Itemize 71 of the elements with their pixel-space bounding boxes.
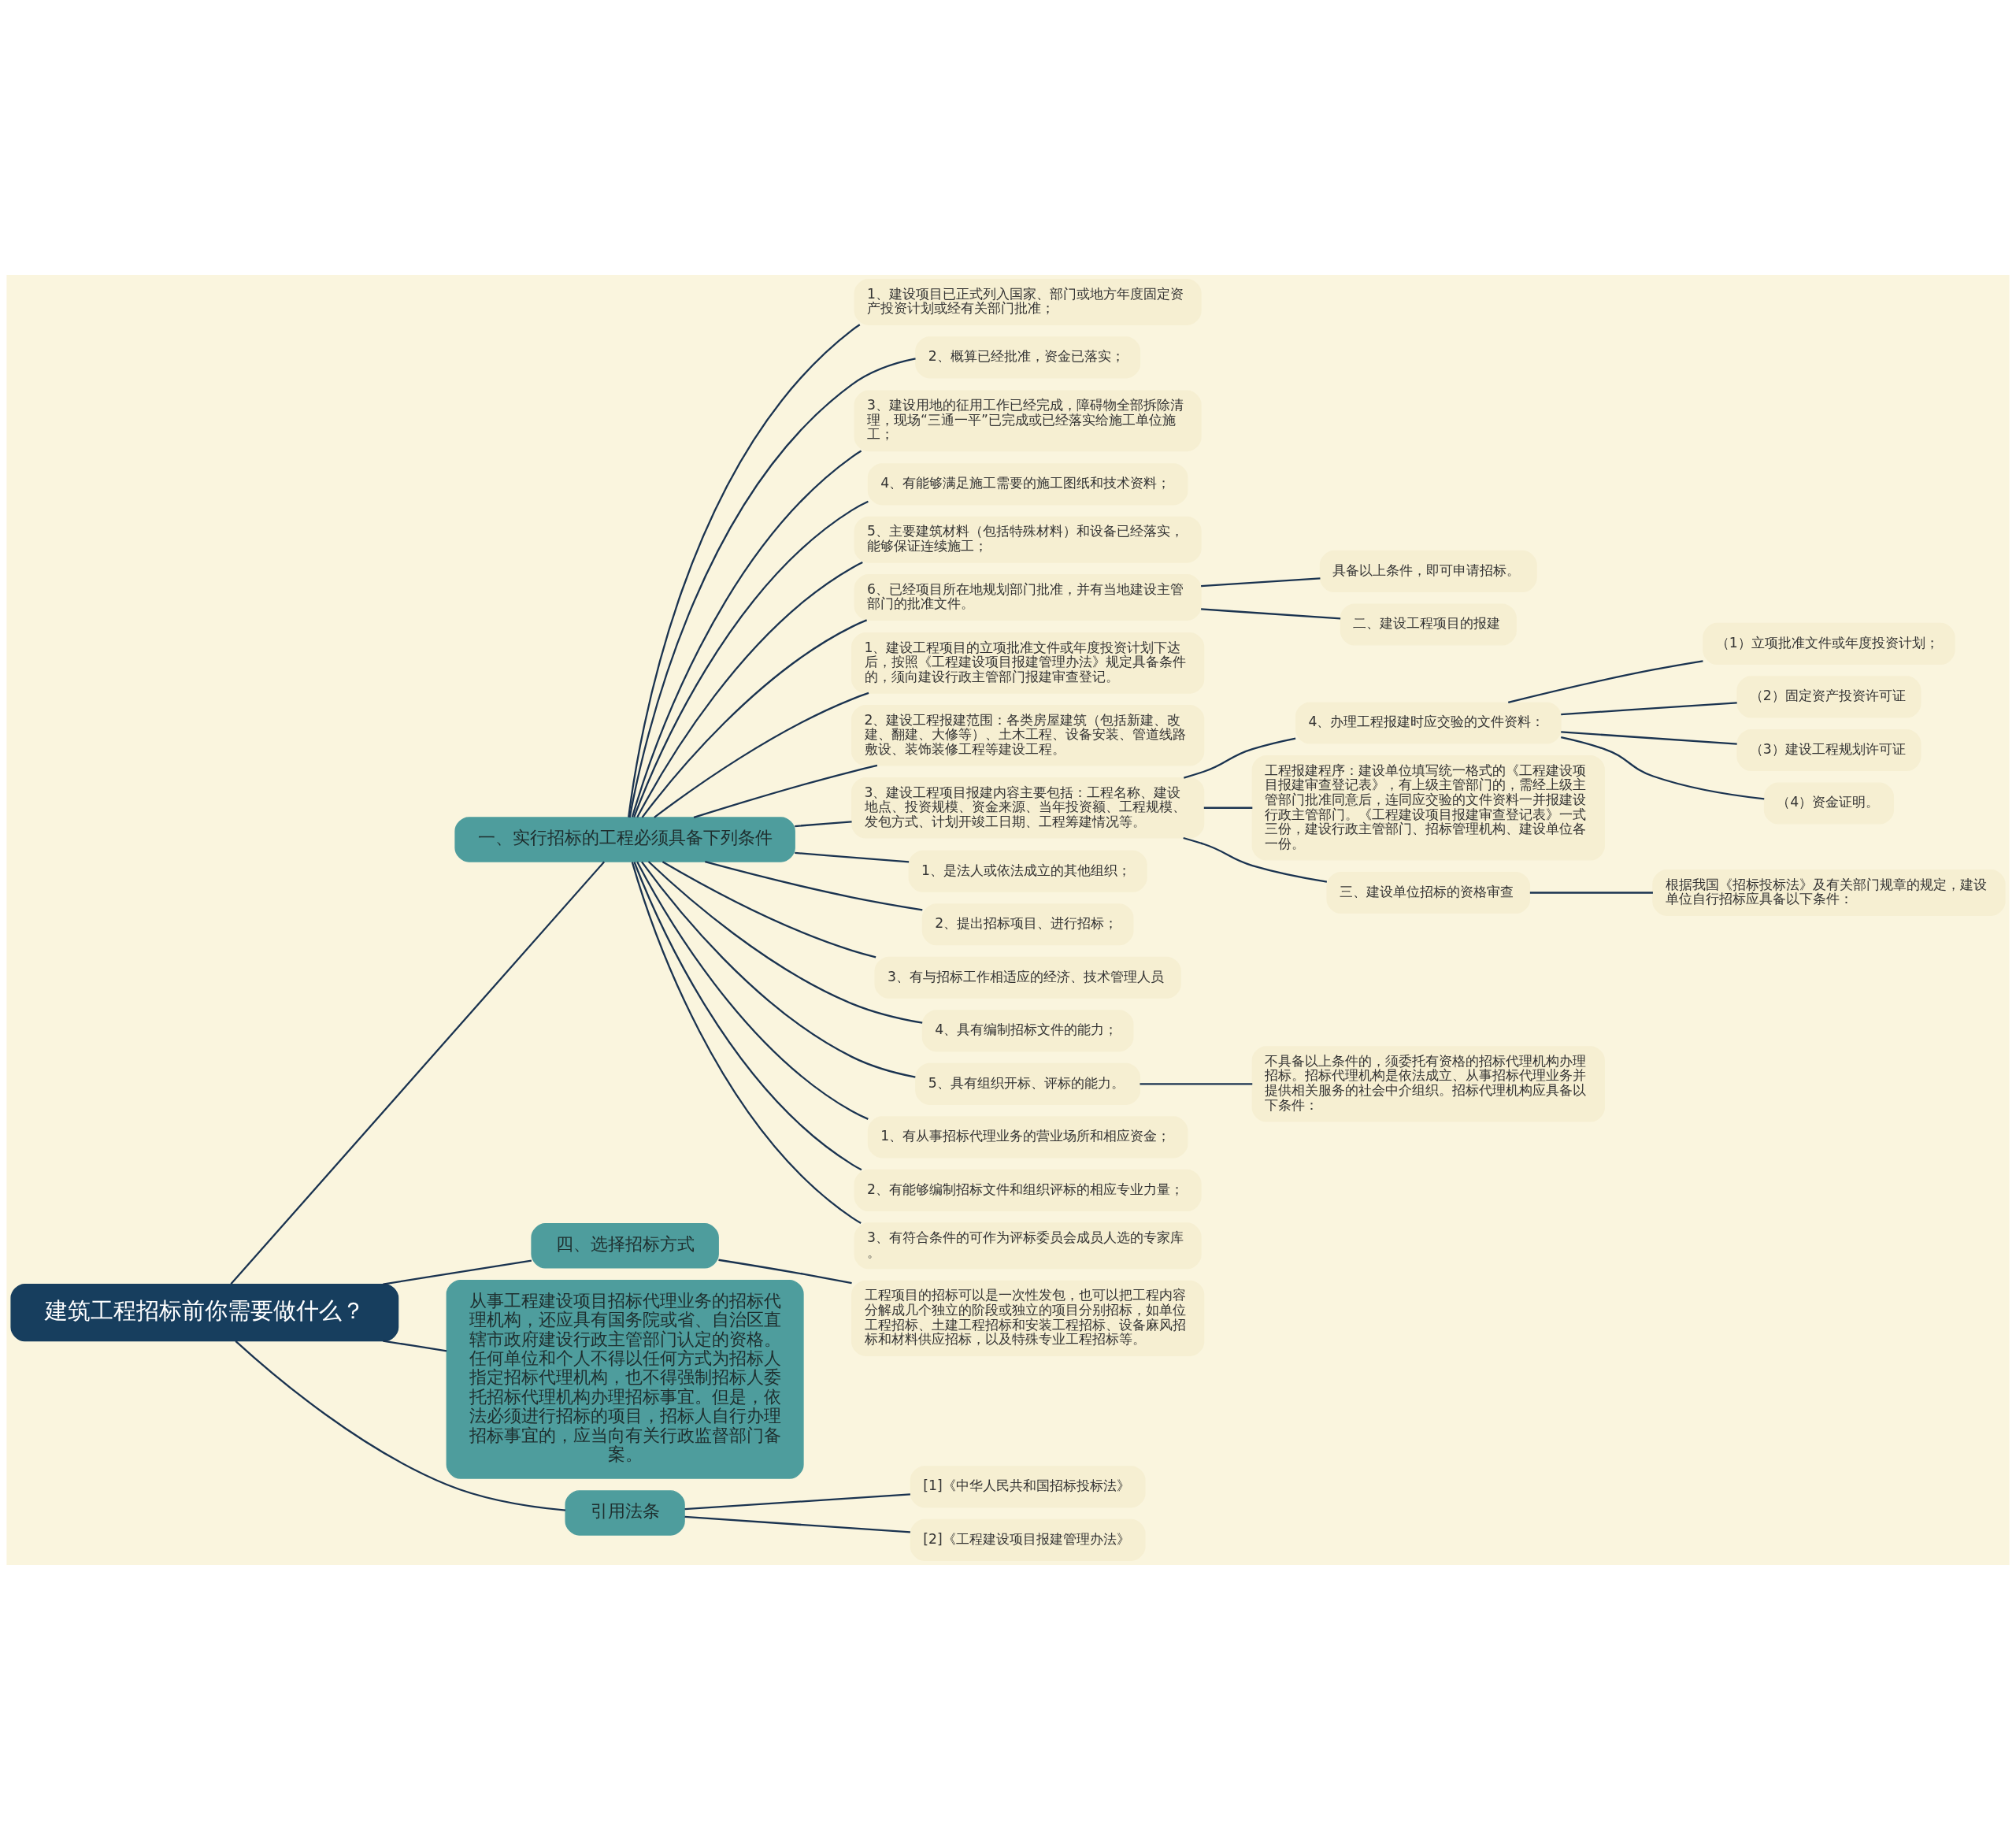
node-box: 二、建设工程项目的报建 [1340, 602, 1517, 646]
node-box: [2]《工程建设项目报建管理办法》 [910, 1518, 1146, 1561]
connector [718, 1259, 852, 1284]
connector [383, 1259, 532, 1285]
connector [693, 764, 878, 818]
node-box: 引用法条 [565, 1489, 685, 1536]
connector [1201, 607, 1341, 620]
node-box: 3、建设工程项目报建内容主要包括：工程名称、建设地点、投资规模、资金来源、当年投资额、工程规模、发包方式、计划开竣工日期、工程筹建情况等。 [851, 777, 1205, 839]
node-box: 一、实行招标的工程必须具备下列条件 [454, 816, 795, 862]
node-box: （3）建设工程规划许可证 [1736, 729, 1922, 771]
node-box: 2、建设工程报建范围：各类房屋建筑（包括新建、改建、翻建、大修等）、土木工程、设备安装、管道线路敷设、装饰装修工程等建设工程。 [851, 704, 1205, 766]
node-box: 6、已经项目所在地规划部门批准，并有当地建设主管部门的批准文件。 [854, 573, 1202, 621]
node-box: 3、有符合条件的可作为评标委员会成员人选的专家库。 [854, 1222, 1202, 1269]
connector [1561, 701, 1737, 715]
connector [1529, 891, 1653, 894]
connector [662, 860, 876, 958]
node-box: 三、建设单位招标的资格审查 [1326, 871, 1531, 914]
node-box: 3、有与招标工作相适应的经济、技术管理人员 [874, 956, 1181, 999]
node-box: 5、具有组织开标、评标的能力。 [915, 1062, 1141, 1105]
connector [628, 323, 861, 818]
connector [1203, 806, 1253, 809]
node-box: 工程项目的招标可以是一次性发包，也可以把工程内容分解成几个独立的阶段或独立的项目分别招标，如单位工程招标、土建工程招标和安装工程招标、设备麻风招标和材料供应招标，以及特殊专业工程招标等。 [851, 1280, 1205, 1356]
node-box: 根据我国《招标投标法》及有关部门规章的规定，建设单位自行招标应具备以下条件： [1652, 869, 2006, 916]
connector [1561, 736, 1765, 800]
connector [705, 860, 923, 910]
connector [1140, 1082, 1253, 1084]
node-box: （1）立项批准文件或年度投资计划； [1703, 622, 1955, 665]
connector [631, 450, 862, 818]
connector [795, 820, 852, 827]
connector [633, 500, 869, 818]
connector [631, 861, 862, 1224]
node-box: 4、有能够满足施工需要的施工图纸和技术资料； [867, 462, 1188, 505]
node-box: （4）资金证明。 [1763, 781, 1895, 825]
connector [1561, 730, 1737, 745]
connector [636, 861, 869, 1120]
connector [654, 691, 869, 818]
connector [1183, 836, 1328, 883]
node-box: 具备以上条件，即可申请招标。 [1319, 550, 1537, 592]
connector [641, 618, 868, 818]
node-box: 4、具有编制招标文件的能力； [921, 1009, 1134, 1051]
connector [1507, 659, 1703, 703]
node-box: 四、选择招标方式 [531, 1222, 719, 1269]
node-box: 从事工程建设项目招标代理业务的招标代理机构，还应具有国务院或省、自治区直辖市政府建设行政主管部门认定的资格。任何单位和个人不得以任何方式为招标人指定招标代理机构，也不得强制招标人委托招标代理机构办理招标事宜。但是，依法必须进行招标的项目，招标人自行办理招标事宜的，应当向有关行政监督部门备案。 [446, 1279, 804, 1479]
connector [641, 861, 916, 1078]
connector [636, 561, 863, 818]
connector [1184, 736, 1296, 779]
node-box: 4、办理工程报建时应交验的文件资料： [1295, 701, 1562, 744]
node-box: 2、提出招标项目、进行招标； [921, 903, 1134, 945]
connector [633, 861, 862, 1170]
node-box: 1、是法人或依法成立的其他组织； [908, 850, 1147, 892]
connector [230, 861, 606, 1285]
connector [795, 851, 910, 863]
connector [628, 357, 916, 818]
node-box: 2、概算已经批准，资金已落实； [915, 336, 1141, 378]
node-box: 工程报建程序：建设单位填写统一格式的《工程建设项目报建审查登记表》，有上级主管部门的，需经上级主管部门批准同意后，连同应交验的文件资料一并报建设行政主管部门。《工程建设项目报建审查登记表》一式三份，建设行政主管部门、招标管理机构、建设单位各一份。 [1251, 755, 1605, 861]
node-box: 1、建设工程项目的立项批准文件或年度投资计划下达后，按照《工程建设项目报建管理办法》规定具备条件的，须向建设行政主管部门报建审查登记。 [851, 632, 1205, 694]
connector [684, 1492, 910, 1510]
node-box: 1、建设项目已正式列入国家、部门或地方年度固定资产投资计划或经有关部门批准； [854, 278, 1202, 325]
connector [647, 860, 923, 1024]
node-box: 5、主要建筑材料（包括特殊材料）和设备已经落实，能够保证连续施工； [854, 516, 1202, 563]
connector [1201, 577, 1321, 587]
node-box: 3、建设用地的征用工作已经完成，障碍物全部拆除清理，现场“三通一平”已完成或已经落实给施工单位施工； [854, 390, 1202, 451]
connector [684, 1515, 910, 1533]
connector [383, 1339, 447, 1352]
node-box: 建筑工程招标前你需要做什么？ [10, 1283, 399, 1341]
node-box: 2、有能够编制招标文件和组织评标的相应专业力量； [854, 1169, 1202, 1211]
node-box: 1、有从事招标代理业务的营业场所和相应资金； [867, 1115, 1188, 1158]
node-box: [1]《中华人民共和国招标投标法》 [910, 1465, 1146, 1507]
node-box: （2）固定资产投资许可证 [1736, 675, 1922, 718]
node-box: 不具备以上条件的，须委托有资格的招标代理机构办理招标。招标代理机构是依法成立、从事招标代理业务并提供相关服务的社会中介组织。招标代理机构应具备以下条件： [1251, 1045, 1605, 1122]
connector [235, 1340, 566, 1511]
